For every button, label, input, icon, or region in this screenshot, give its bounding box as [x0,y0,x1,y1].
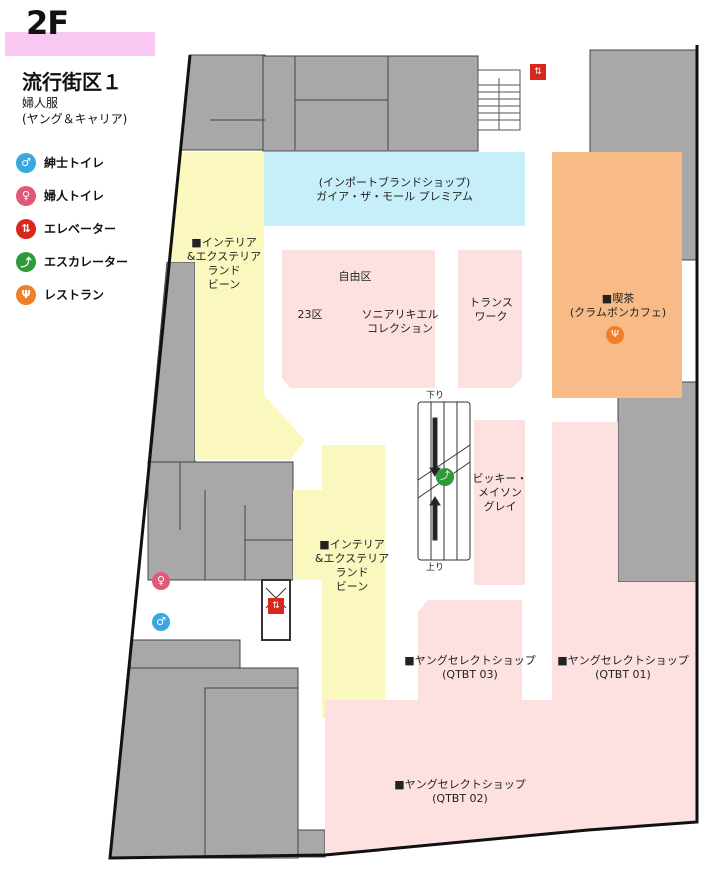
service-partitions [179,56,389,859]
shop-interior-a [167,152,305,460]
shop-vicky [474,420,525,585]
legend: ♂ 紳士トイレ ♀ 婦人トイレ ⇅ エレベーター ⤴ エスカレーター Ψ レスト… [16,146,128,311]
legend-label: エスカレーター [44,255,129,269]
restaurant-icon: Ψ [606,326,624,344]
shop-label-sonia: ソニアリキエル コレクション [355,308,445,336]
legend-item-elevator: ⇅ エレベーター [16,212,128,245]
service-block-sw [109,667,299,859]
zone-subtitle-category: 婦人服 [22,96,59,110]
shop-label-line: (QTBT 01) [595,668,651,681]
shop-label-line: ビーン [207,278,241,291]
shop-label-line: ■インテリア [191,236,257,249]
womens-toilet-icon: ♀ [152,572,170,590]
shop-label-line: &エクステリア [314,552,390,565]
mens-toilet-icon: ♂ [16,152,36,173]
shop-label-line: コレクション [367,322,433,335]
service-block-north [262,55,479,152]
shop-label-import: (インポートブランドショップ) ガイア・ザ・モール プレミアム [264,176,525,204]
shop-jiyuku-block [282,250,435,388]
floor-badge [5,32,155,56]
legend-label: 婦人トイレ [44,189,105,203]
shop-label-line: メイソン [478,486,522,499]
shop-label-line: (QTBT 02) [432,792,488,805]
shop-label-line: ランド [335,566,369,579]
shop-label-line: ランド [207,264,241,277]
shop-label-qtbt03: ■ヤングセレクトショップ (QTBT 03) [400,654,540,682]
shop-label-interior-b: ■インテリア &エクステリア ランド ビーン [302,538,402,594]
shop-label-line: ビーン [335,580,369,593]
shop-label-line: ビッキー・ [472,472,528,485]
shop-interior-b [293,445,385,718]
escalator-icon: ⤴ [436,468,454,486]
shop-east-upper [552,422,618,540]
legend-item-escalator: ⤴ エスカレーター [16,245,128,278]
shop-label-line: (クラムボンカフェ) [569,306,667,319]
service-block-corner [297,829,326,858]
shop-label-line: ワーク [474,310,508,323]
shop-label-qtbt01: ■ヤングセレクトショップ (QTBT 01) [553,654,693,682]
shop-label-line: (インポートブランドショップ) [318,176,471,189]
legend-label: 紳士トイレ [44,156,105,170]
shop-label-line: &エクステリア [186,250,262,263]
legend-label: エレベーター [44,222,117,236]
zone-title: 流行街区１ [22,70,122,94]
shop-import-brand [264,152,525,226]
service-block-nw [179,54,266,151]
shop-qtbt02 [325,700,697,855]
shop-label-line: トランス [469,296,513,309]
shop-label-line: ■ヤングセレクトショップ [404,654,536,667]
service-block-west [147,261,196,466]
floor-label: 2F [26,4,69,42]
elevator-icon: ⇅ [530,64,546,80]
elevator-icon: ⇅ [268,598,284,614]
shop-label-23ku: 23区 [297,308,323,321]
shop-label-line: ■ヤングセレクトショップ [557,654,689,667]
shop-qtbt03 [418,600,522,718]
elevator-icon: ⇅ [16,218,36,239]
shop-label-transwork: トランス ワーク [460,296,522,324]
escalator-up-label: 上り [425,563,444,573]
legend-label: レストラン [44,288,105,302]
zone-subtitle-target: (ヤング＆キャリア) [22,112,128,126]
shop-label-line: (QTBT 03) [442,668,498,681]
womens-toilet-icon: ♀ [16,185,36,206]
shop-label-line: ■ヤングセレクトショップ [394,778,526,791]
shop-transwork [458,250,522,388]
escalator-icon: ⤴ [16,251,36,272]
shop-label-jiyuku: 自由区 [338,270,372,283]
legend-item-womens-toilet: ♀ 婦人トイレ [16,179,128,212]
legend-item-mens-toilet: ♂ 紳士トイレ [16,146,128,179]
shop-label-line: ■喫茶 [601,292,635,305]
shop-label-line: グレイ [483,500,517,513]
fashion-shops [282,250,697,855]
service-block-east [617,381,699,583]
stairs [477,69,521,131]
building-outline [108,45,699,860]
shop-label-cafe: ■喫茶 (クラムボンカフェ) [555,292,681,320]
shop-label-qtbt02: ■ヤングセレクトショップ (QTBT 02) [390,778,530,806]
shop-label-line: ■インテリア [319,538,385,551]
mens-toilet-icon: ♂ [152,613,170,631]
service-block-sw-strip [129,639,241,669]
restaurant-icon: Ψ [16,284,36,305]
shop-label-line: ガイア・ザ・モール プレミアム [316,190,473,203]
legend-item-restaurant: Ψ レストラン [16,278,128,311]
shop-label-interior-a: ■インテリア &エクステリア ランド ビーン [176,236,272,292]
shop-cafe [552,152,682,398]
shop-label-vicky: ビッキー・ メイソン グレイ [472,472,528,514]
shop-label-line: ソニアリキエル [361,308,439,321]
service-block-mid-west [147,461,294,581]
escalator-down-label: 下り [425,391,444,401]
